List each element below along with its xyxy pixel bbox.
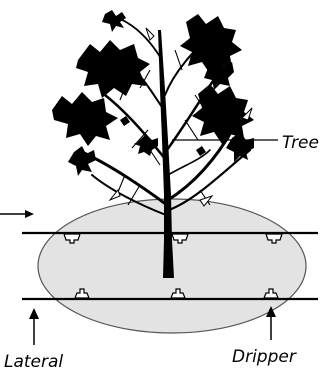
label-lateral: Lateral (4, 352, 63, 372)
dripper-upper-3 (265, 233, 283, 244)
label-tree: Tree (282, 133, 319, 153)
dripper-lower-1 (74, 288, 90, 299)
dripper-pointer-arrow (266, 306, 276, 340)
flow-arrow (0, 210, 34, 218)
dripper-upper-1 (63, 233, 81, 244)
tree-illustration (52, 10, 254, 278)
dripper-upper-2 (171, 233, 189, 244)
tree-foliage (52, 10, 254, 176)
lateral-pointer-arrow (29, 308, 39, 345)
dripper-lower-2 (170, 288, 186, 299)
dripper-lower-3 (263, 288, 279, 299)
tree-trunk (158, 30, 174, 278)
label-dripper: Dripper (232, 347, 297, 367)
